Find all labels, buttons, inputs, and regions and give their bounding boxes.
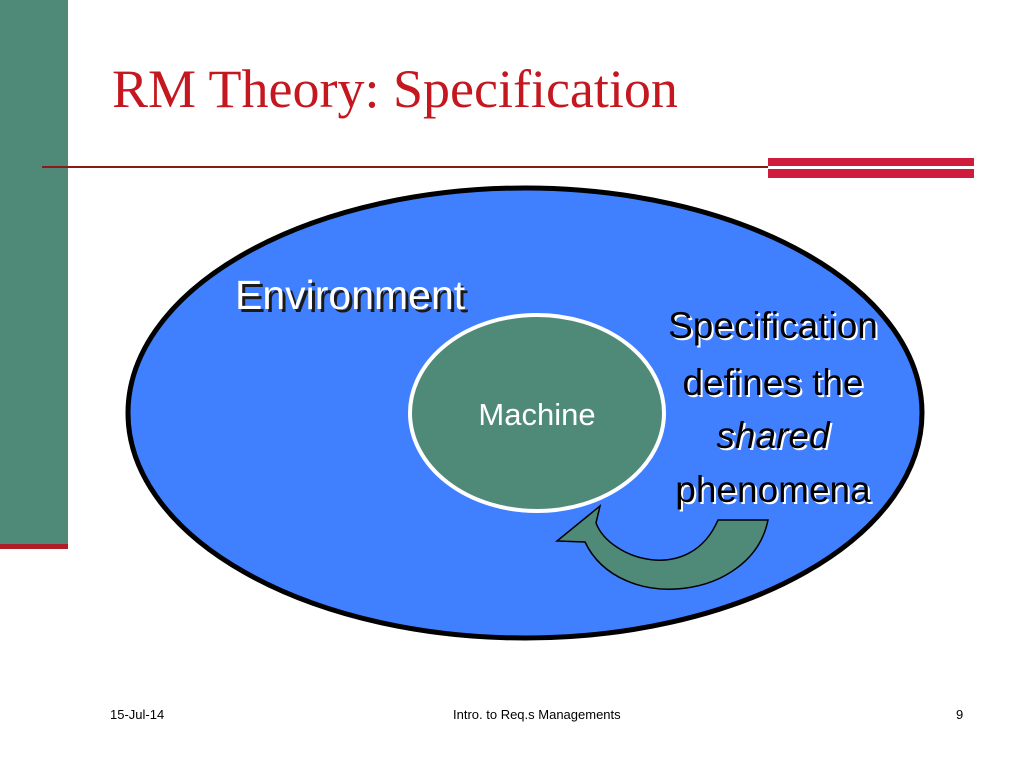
spec-line-1: Specification [668, 305, 878, 346]
environment-label-shadow: Environment [238, 275, 469, 321]
specification-text: Specification Specification defines the … [668, 305, 880, 512]
spec-line-3: shared [716, 415, 831, 456]
spec-line-4-shadow: phenomena [677, 471, 873, 512]
spec-line-4: phenomena [675, 469, 871, 510]
machine-label: Machine [478, 397, 595, 432]
spec-line-1-shadow: Specification [670, 307, 880, 348]
spec-line-2-shadow: defines the [684, 364, 865, 405]
footer-page-number: 9 [956, 707, 964, 722]
spec-line-3-shadow: shared [718, 417, 833, 458]
title-rule [42, 166, 770, 168]
machine-circle [408, 313, 666, 513]
environment-label: Environment [235, 272, 466, 318]
footer-center-text: Intro. to Req.s Managements [453, 707, 621, 722]
sidebar-underline [0, 544, 68, 549]
slide-title: RM Theory: Specification [112, 59, 678, 119]
curved-arrow [554, 504, 769, 590]
title-accent-bar [768, 158, 974, 178]
spec-line-2: defines the [682, 362, 863, 403]
footer-date: 15-Jul-14 [110, 707, 165, 722]
sidebar-band [0, 0, 68, 548]
